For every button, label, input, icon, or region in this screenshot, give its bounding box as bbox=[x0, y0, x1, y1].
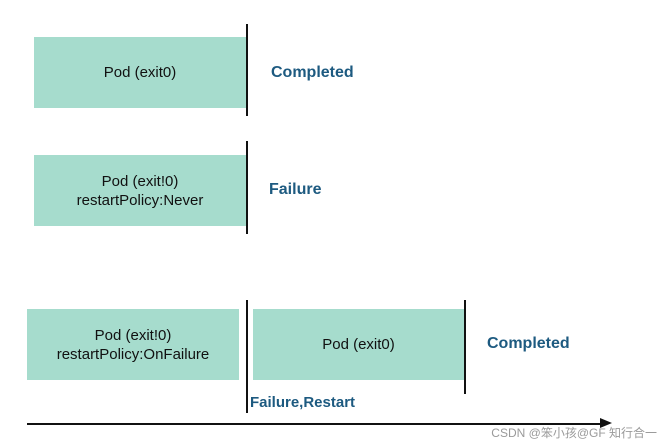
timeline-divider-restart bbox=[246, 300, 248, 413]
timeline-divider bbox=[464, 300, 466, 394]
pod-box-exit-nonzero-never: Pod (exit!0) restartPolicy:Never bbox=[34, 155, 246, 226]
pod-label: Pod (exit!0) bbox=[94, 326, 172, 344]
pod-label: Pod (exit0) bbox=[103, 64, 177, 81]
pod-label: Pod (exit0) bbox=[322, 336, 395, 353]
status-failure: Failure bbox=[269, 181, 322, 198]
time-axis-line bbox=[27, 423, 601, 425]
status-completed: Completed bbox=[487, 335, 570, 352]
status-completed: Completed bbox=[271, 64, 354, 81]
restart-policy-label: restartPolicy:Never bbox=[76, 191, 204, 209]
restart-policy-label: restartPolicy:OnFailure bbox=[56, 345, 210, 363]
timeline-divider bbox=[246, 141, 248, 234]
arrow-right-icon bbox=[600, 418, 612, 428]
pod-box-exit0: Pod (exit0) bbox=[34, 37, 246, 108]
pod-box-exit-nonzero-onfailure: Pod (exit!0) restartPolicy:OnFailure bbox=[27, 309, 239, 380]
timeline-divider bbox=[246, 24, 248, 116]
pod-box-exit0-restarted: Pod (exit0) bbox=[253, 309, 464, 380]
transition-failure-restart: Failure,Restart bbox=[250, 394, 356, 411]
pod-label: Pod (exit!0) bbox=[101, 172, 179, 190]
watermark: CSDN @笨小孩@GF 知行合一 bbox=[491, 426, 657, 440]
